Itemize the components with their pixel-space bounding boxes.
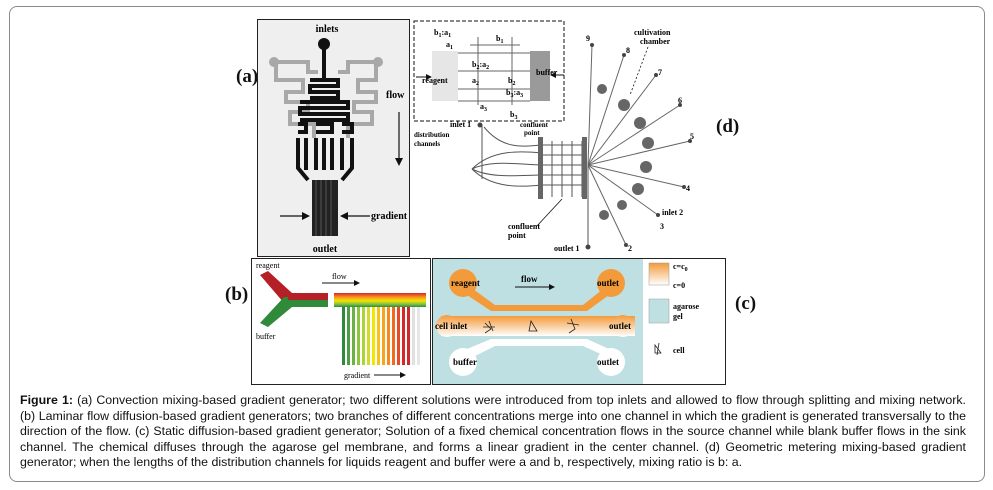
legend-gradient-swatch <box>648 262 670 286</box>
number-8: 8 <box>626 46 630 55</box>
caption-title: Figure 1: <box>20 393 73 407</box>
number-4: 4 <box>686 184 690 193</box>
radiating-channels <box>587 44 691 246</box>
legend-gel-swatch <box>648 298 670 324</box>
reagent-text: reagent <box>256 261 280 270</box>
number-3: 3 <box>660 222 664 231</box>
buffer-branch <box>260 297 292 327</box>
cultivation-text-2: chamber <box>640 37 671 46</box>
reagent-block <box>432 51 458 101</box>
confluent-point-text-2: point <box>508 231 526 240</box>
outlet1-text: outlet 1 <box>554 244 580 253</box>
label-b: (b) <box>225 284 249 305</box>
cultivation-chambers <box>597 84 654 220</box>
label-c: (c) <box>735 293 757 314</box>
outlet-text: outlet <box>313 244 338 255</box>
b2-text: b2 <box>508 76 515 87</box>
figure-caption: Figure 1: (a) Convection mixing-based gr… <box>20 393 966 471</box>
buffer-text: buffer <box>536 68 558 77</box>
inlets-text: inlets <box>316 24 339 35</box>
number-5: 5 <box>690 132 694 141</box>
label-d: (d) <box>716 116 740 137</box>
panel-c: reagent outlet flow cell inlet outlet bu… <box>432 258 726 385</box>
distribution-text-2: channels <box>414 140 440 148</box>
source-channel <box>449 269 625 311</box>
a2-text: a2 <box>472 76 479 87</box>
reagent-text: reagent <box>422 76 448 85</box>
buffer-block <box>530 51 550 101</box>
side-network-right <box>338 60 378 138</box>
panel-a: inlets flow gradient outlet <box>257 19 410 257</box>
gradient-stripes <box>342 307 420 365</box>
outlet-mid-text: outlet <box>609 321 631 331</box>
flow-text: flow <box>332 272 347 281</box>
gradient-text: gradient <box>344 371 371 380</box>
number-7: 7 <box>658 68 662 77</box>
cultivation-text-1: cultivation <box>634 28 671 37</box>
legend-agarose-text: agarose <box>673 302 700 311</box>
buffer-text: buffer <box>256 332 276 341</box>
side-network-left <box>274 60 318 138</box>
panel-b: reagent buffer flow gradient <box>251 258 431 385</box>
mixing-channel <box>334 293 426 307</box>
legend-cell-icon <box>654 342 662 356</box>
panel-d: b1:a1 a1 b1 b2:a2 a2 b2 b3:a3 a3 b3 reag… <box>412 19 700 255</box>
confluent-inset-text-2: point <box>524 129 540 137</box>
panel-c-diagram: reagent outlet flow cell inlet outlet bu… <box>433 259 700 384</box>
legend-c0-text: c=c0 <box>673 262 688 273</box>
b2a2-text: b2:a2 <box>472 60 489 71</box>
panel-d-diagram: b1:a1 a1 b1 b2:a2 a2 b2 b3:a3 a3 b3 reag… <box>413 20 694 253</box>
cells <box>483 318 580 334</box>
distribution-text-1: distribution <box>414 131 450 139</box>
number-9: 9 <box>586 34 590 43</box>
confluent-point-text-1: confluent <box>508 222 540 231</box>
legend-czero-text: c=0 <box>673 281 685 290</box>
number-6: 6 <box>678 96 682 105</box>
mixing-network <box>296 44 354 182</box>
reagent-branch <box>260 271 292 303</box>
outlet-bottom-text: outlet <box>597 357 619 367</box>
cell-inlet-text: cell inlet <box>435 321 467 331</box>
caption-text: (a) Convection mixing-based gradient gen… <box>20 393 966 470</box>
confluent-inset-text-1: confluent <box>520 121 549 129</box>
b3-text: b3 <box>510 110 517 121</box>
a1-text: a1 <box>446 40 453 51</box>
legend-gel-text: gel <box>673 312 684 321</box>
center-channel <box>436 315 635 337</box>
b1-text: b1 <box>496 34 503 45</box>
flow-text: flow <box>521 274 538 284</box>
outlet-top-text: outlet <box>597 278 619 288</box>
b1a1-text: b1:a1 <box>434 28 451 39</box>
label-a: (a) <box>236 66 259 87</box>
b3a3-text: b3:a3 <box>506 88 523 99</box>
inlet1-text: inlet 1 <box>450 120 471 129</box>
inlet2-text: inlet 2 <box>662 208 683 217</box>
inset-channels <box>458 37 530 105</box>
panel-a-diagram: inlets flow gradient outlet <box>258 20 409 256</box>
reagent-text: reagent <box>451 278 480 288</box>
number-2: 2 <box>628 244 632 253</box>
buffer-text: buffer <box>453 357 477 367</box>
panel-b-diagram: reagent buffer flow gradient <box>256 261 426 380</box>
legend-cell-text: cell <box>673 346 685 355</box>
sink-channel <box>449 339 625 376</box>
a3-text: a3 <box>480 102 487 113</box>
gradient-text: gradient <box>371 211 408 222</box>
flow-text: flow <box>386 90 405 101</box>
